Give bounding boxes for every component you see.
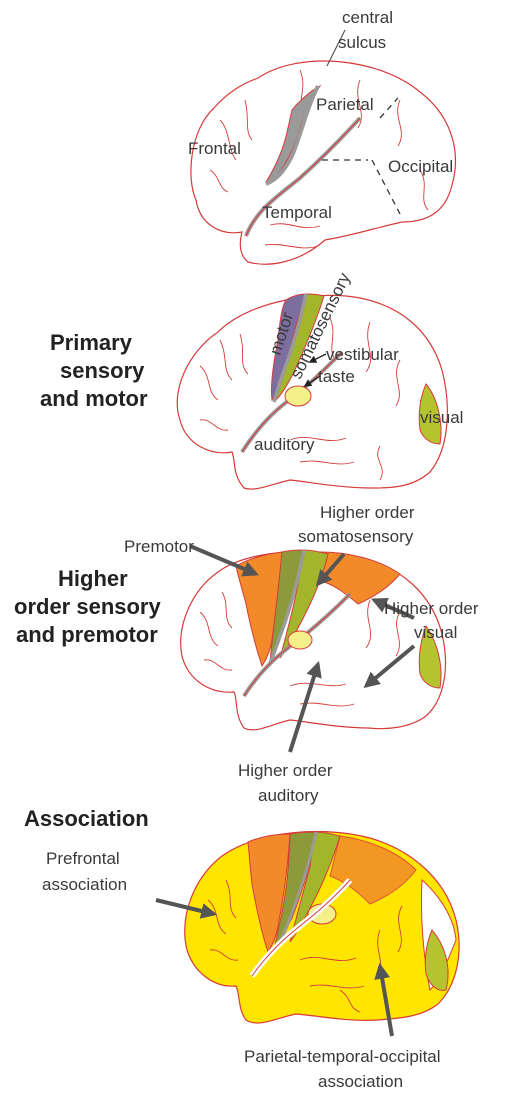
auditory-label: auditory bbox=[254, 435, 315, 454]
taste-area bbox=[285, 386, 311, 406]
primary-title-line2: sensory bbox=[60, 358, 145, 383]
higher-title-line2: order sensory bbox=[14, 594, 161, 619]
taste-area-3 bbox=[288, 631, 312, 649]
pto-label-line2: association bbox=[318, 1072, 403, 1091]
higher-title-line1: Higher bbox=[58, 566, 128, 591]
frontal-label: Frontal bbox=[188, 139, 241, 158]
parietal-label: Parietal bbox=[316, 95, 374, 114]
pto-label-line1: Parietal-temporal-occipital bbox=[244, 1047, 441, 1066]
primary-title-line1: Primary bbox=[50, 330, 133, 355]
higher-auditory-label-line1: Higher order bbox=[238, 761, 333, 780]
panel-higher-order: Higher order sensory and premotor Premot… bbox=[14, 503, 479, 805]
higher-visual-label-line2: visual bbox=[414, 623, 457, 642]
higher-somato-label-line2: somatosensory bbox=[298, 527, 414, 546]
visual-label: visual bbox=[420, 408, 463, 427]
panel-primary: Primary sensory and motor motor somatose… bbox=[40, 269, 463, 489]
primary-title-line3: and motor bbox=[40, 386, 148, 411]
temporal-label: Temporal bbox=[262, 203, 332, 222]
taste-label: taste bbox=[318, 367, 355, 386]
prefrontal-label-line2: association bbox=[42, 875, 127, 894]
premotor-label: Premotor bbox=[124, 537, 194, 556]
higher-visual-label-line1: Higher order bbox=[384, 599, 479, 618]
higher-somato-label-line1: Higher order bbox=[320, 503, 415, 522]
panel-lobes: central sulcus Parietal Frontal Occipita… bbox=[188, 8, 455, 264]
vestibular-label: vestibular bbox=[326, 345, 399, 364]
occipital-label: Occipital bbox=[388, 157, 453, 176]
higher-auditory-label-line2: auditory bbox=[258, 786, 319, 805]
prefrontal-label-line1: Prefrontal bbox=[46, 849, 120, 868]
central-label-line1: central bbox=[342, 8, 393, 27]
panel-association: Association Prefrontal association Parie… bbox=[24, 806, 459, 1091]
central-label-line2: sulcus bbox=[338, 33, 386, 52]
association-title: Association bbox=[24, 806, 149, 831]
higher-title-line3: and premotor bbox=[16, 622, 158, 647]
